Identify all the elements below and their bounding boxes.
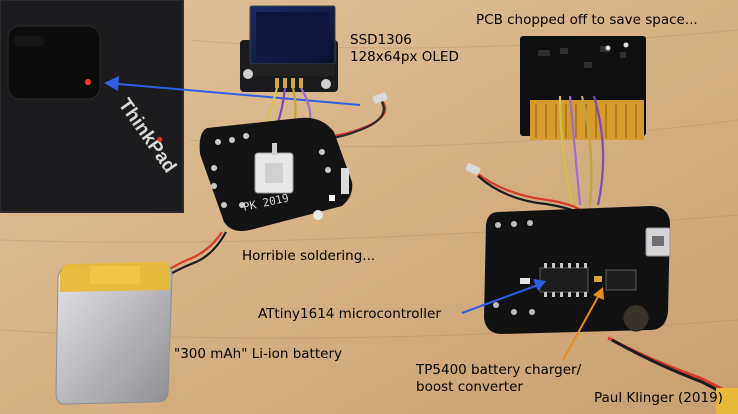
- left-pcb: PK 2019: [199, 117, 353, 231]
- cut-oled-pcb: [520, 36, 646, 140]
- laptop: ThinkPad: [0, 0, 184, 213]
- right-wires: [474, 95, 605, 213]
- right-pcb: [484, 206, 671, 334]
- oled-module: [240, 5, 338, 92]
- oled-label: SSD1306 128x64px OLED: [350, 32, 459, 65]
- soldering-label: Horrible soldering...: [242, 248, 376, 264]
- charger-label: TP5400 battery charger/ boost converter: [416, 362, 582, 395]
- battery-label: "300 mAh" Li-ion battery: [174, 346, 342, 362]
- inductor: [622, 304, 650, 332]
- mcu-arrow: [461, 279, 546, 314]
- mcu-chip: [539, 267, 589, 293]
- lipo-battery: [55, 262, 173, 405]
- credit-label: Paul Klinger (2019): [594, 390, 723, 406]
- power-led: [85, 79, 91, 85]
- arrow-to-led: [104, 76, 361, 106]
- mcu-label: ATtiny1614 microcontroller: [258, 306, 441, 322]
- pcb-cut-label: PCB chopped off to save space...: [476, 12, 698, 28]
- charger-chip: [605, 269, 637, 291]
- charger-arrow: [562, 287, 604, 361]
